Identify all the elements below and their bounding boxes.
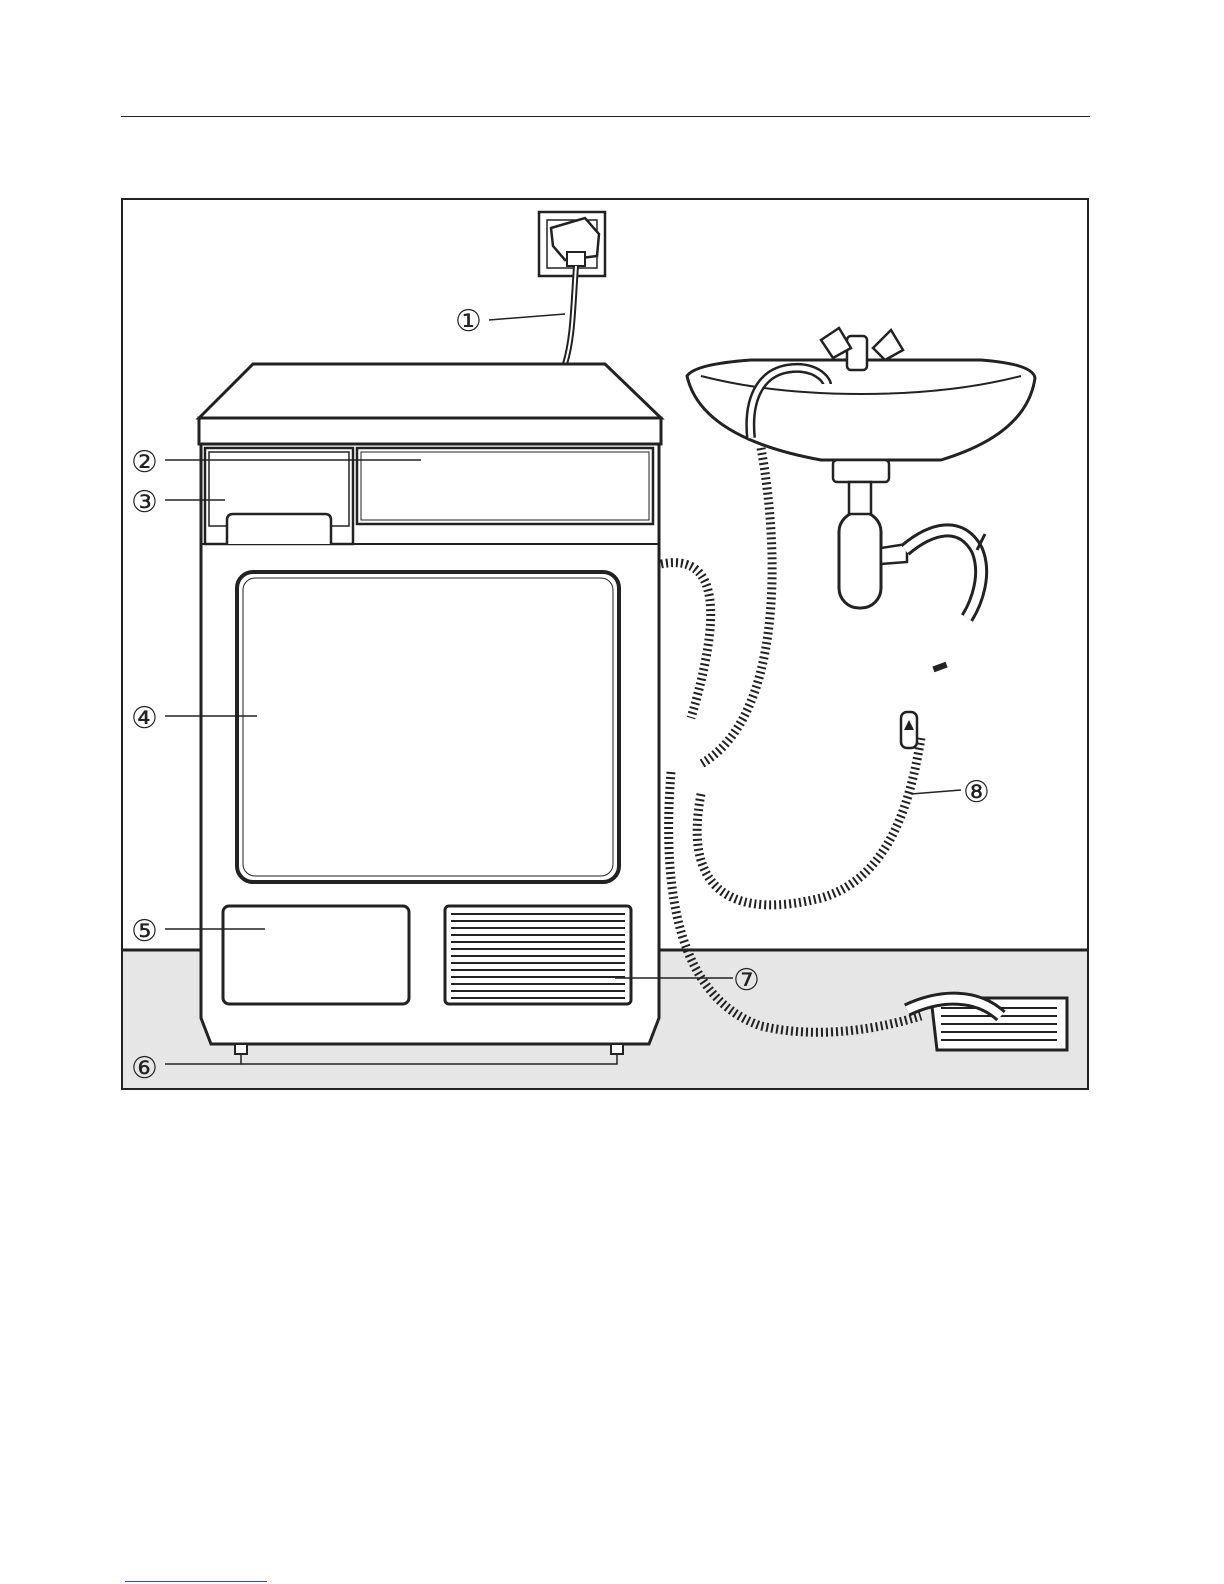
dryer-top xyxy=(199,364,661,418)
header-rule xyxy=(121,116,1090,117)
callout-7: ⑦ xyxy=(733,963,760,998)
siphon xyxy=(839,512,881,608)
callout-4: ④ xyxy=(131,701,158,736)
dryer-installation-diagram: ① ② ③ ④ ⑤ ⑥ ⑦ ⑧ xyxy=(121,198,1089,1090)
callout-6: ⑥ xyxy=(131,1051,158,1086)
non-return-valve xyxy=(901,712,917,748)
footnote-rule xyxy=(125,1581,267,1582)
foot-left xyxy=(235,1044,247,1054)
dryer-installation-figure: ① ② ③ ④ ⑤ ⑥ ⑦ ⑧ xyxy=(121,198,1089,1090)
plinth-flap xyxy=(223,906,409,1004)
wall-socket xyxy=(539,212,605,276)
drum-door xyxy=(237,572,619,882)
callout-8: ⑧ xyxy=(963,775,990,810)
callout-2: ② xyxy=(131,445,158,480)
siphon-hose-connector xyxy=(901,530,985,748)
drawer-handle xyxy=(227,514,331,544)
callout-1: ① xyxy=(455,304,482,339)
foot-right xyxy=(611,1044,623,1054)
tumble-dryer xyxy=(199,364,661,1054)
callout-5: ⑤ xyxy=(131,914,158,949)
callout-3: ③ xyxy=(131,485,158,520)
